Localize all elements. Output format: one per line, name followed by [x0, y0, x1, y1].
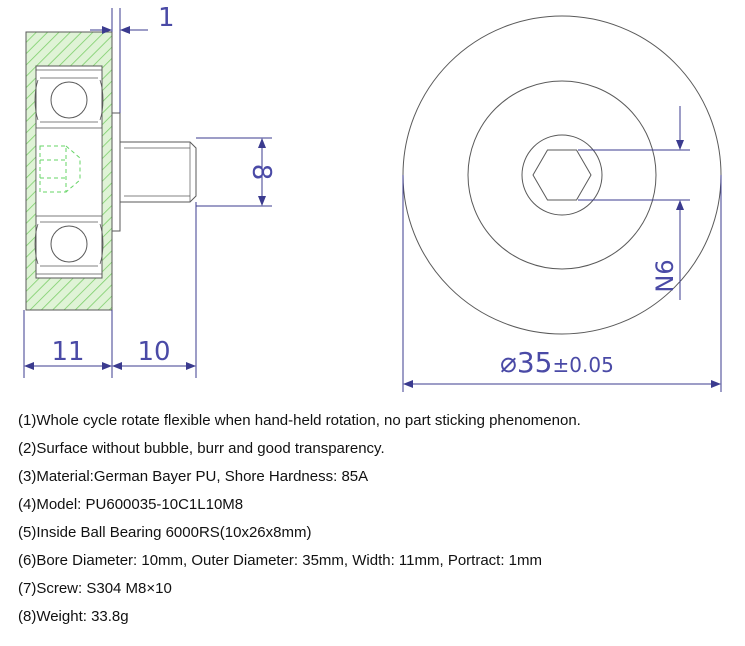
front-view: N6 ⌀35±0.05	[402, 15, 722, 392]
dim-thread-diameter-label: 8	[246, 164, 276, 181]
spec-item: (8)Weight: 33.8g	[18, 608, 129, 625]
bearing-ball-top	[50, 81, 88, 119]
dim-portract-label: 1	[158, 3, 175, 33]
spec-item: (4)Model: PU600035-10C1L10M8	[18, 496, 244, 513]
spec-list: (1)Whole cycle rotate flexible when hand…	[18, 407, 581, 631]
hex-socket	[532, 149, 592, 201]
dim-portract: 1	[90, 3, 175, 113]
dim-width-and-screw: 11 10	[23, 202, 197, 378]
middle-circle	[467, 80, 657, 270]
dim-hex-across-flats: N6	[578, 106, 690, 300]
bearing-ball-bottom	[50, 225, 88, 263]
dim-outer-diameter: ⌀35±0.05	[402, 175, 722, 392]
hex-socket-hidden-lines	[39, 145, 81, 193]
side-section-view: 1 8 11 10	[23, 3, 276, 378]
dim-outer-diameter-label: ⌀35±0.05	[500, 346, 614, 379]
technical-drawing: 1 8 11 10	[23, 3, 722, 392]
spec-item: (6)Bore Diameter: 10mm, Outer Diameter: …	[18, 552, 543, 569]
spec-item: (1)Whole cycle rotate flexible when hand…	[18, 412, 581, 429]
dim-hex-label: N6	[651, 259, 679, 292]
dim-thread-diameter: 8	[196, 137, 276, 207]
inner-circle	[521, 134, 603, 216]
dim-screw-length-label: 10	[137, 337, 170, 367]
dim-width-label: 11	[51, 337, 84, 367]
spec-item: (2)Surface without bubble, burr and good…	[18, 440, 385, 457]
spec-item: (7)Screw: S304 M8×10	[18, 580, 172, 597]
screw-thread	[119, 141, 197, 203]
spec-item: (5)Inside Ball Bearing 6000RS(10x26x8mm)	[18, 524, 312, 541]
spec-item: (3)Material:German Bayer PU, Shore Hardn…	[18, 468, 369, 485]
